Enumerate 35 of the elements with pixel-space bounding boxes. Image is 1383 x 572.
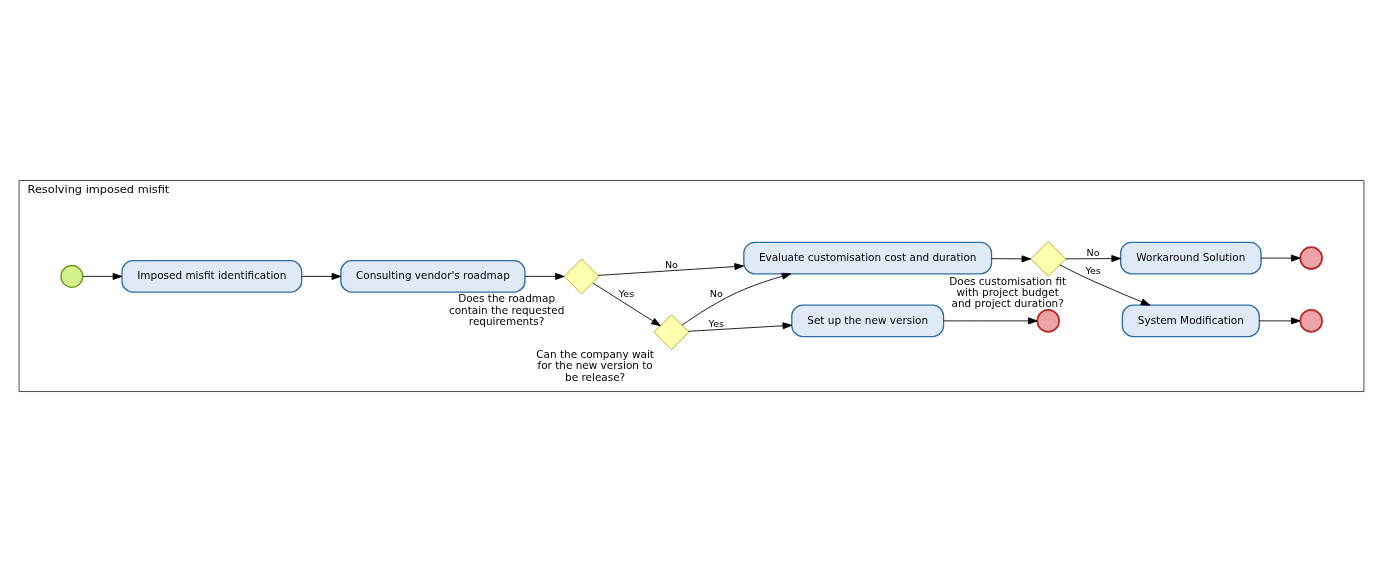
node-circle [1036,309,1060,333]
arrow [681,272,792,326]
edge-label: No [709,288,723,300]
node-box: Evaluate customisation cost and duration [743,241,993,275]
node-label: Can the company wait for the new version to be release? [536,348,654,383]
arrow [991,255,1032,263]
node-circle [60,264,84,288]
edge-label: Yes [708,317,725,329]
arrow [592,282,661,327]
arrow [1065,255,1121,263]
arrow [687,322,793,332]
node-box: System Modification [1121,304,1260,338]
edge-label: No [664,258,678,270]
node-label: Does customisation fit with project budget and project duration? [949,274,1067,310]
edge-label: No [1086,247,1100,259]
edge-label: Yes [1085,265,1101,277]
arrow [82,272,123,280]
node-diamond [653,314,690,351]
node-box: Consulting vendor's roadmap [340,260,526,293]
node-circle [1299,309,1323,333]
node-label: Does the roadmap contain the requested requirements? [448,292,565,327]
node-box: Workaround Solution [1119,241,1262,275]
node-diamond [1030,241,1067,277]
arrow [597,263,744,276]
arrow [1260,254,1301,262]
arrow [943,317,1038,325]
arrow [1258,317,1301,325]
node-diamond [563,258,600,295]
node-circle [1299,246,1323,270]
arrow [524,272,565,280]
node-box: Set up the new version [791,304,945,338]
arrow [1059,264,1151,306]
arrow [301,272,342,280]
node-box: Imposed misfit identification [121,260,303,293]
edge-label: Yes [618,288,635,300]
